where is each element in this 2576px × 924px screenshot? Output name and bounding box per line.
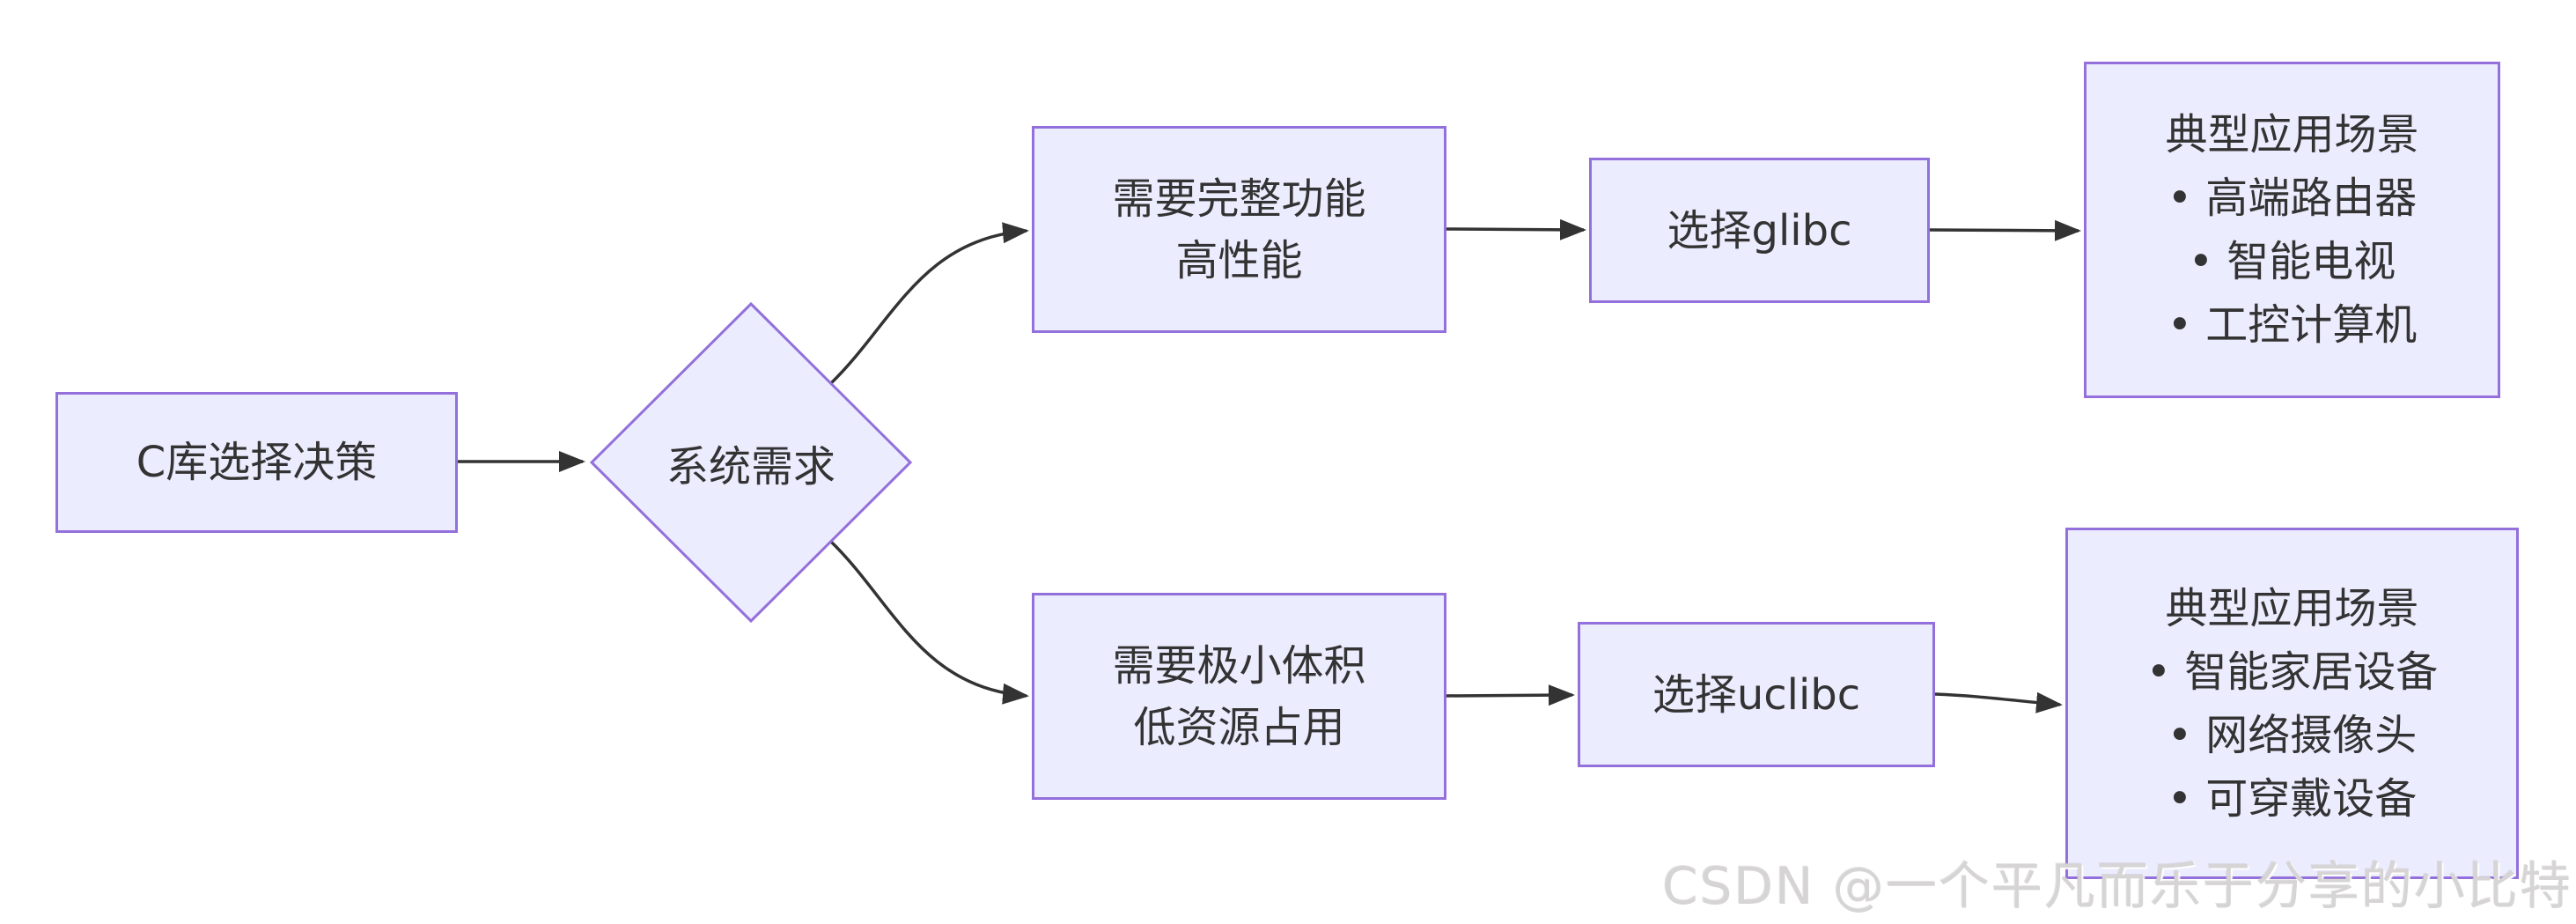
glibc-scenarios-title: 典型应用场景 [2165,110,2419,159]
node-need-small-line1: 需要极小体积 [1112,640,1366,691]
edge-choose-uclibc-to-uclibc-scenarios [1934,691,2063,713]
node-glibc-scenarios: 典型应用场景 • 高端路由器 • 智能电视 • 工控计算机 [2084,62,2500,398]
node-choose-uclibc-label: 选择uclibc [1652,669,1861,720]
glibc-scenarios-item: • 工控计算机 [2167,300,2418,350]
node-need-full-line1: 需要完整功能 [1112,174,1366,224]
edge-need-small-to-choose-uclibc [1446,684,1575,706]
node-uclibc-scenarios: 典型应用场景 • 智能家居设备 • 网络摄像头 • 可穿戴设备 [2065,528,2519,879]
node-decision-label: 系统需求 [666,442,835,492]
decision-diamond-shape [589,301,913,624]
node-choose-glibc: 选择glibc [1589,158,1930,303]
edge-need-full-to-choose-glibc [1446,218,1586,240]
uclibc-scenarios-item: • 可穿戴设备 [2167,773,2418,824]
node-need-full: 需要完整功能 高性能 [1032,126,1446,333]
edge-choose-glibc-to-glibc-scenarios [1929,219,2081,241]
edge-decision-to-need-small [829,540,1029,705]
node-need-small: 需要极小体积 低资源占用 [1032,593,1446,800]
node-choose-glibc-label: 选择glibc [1667,205,1852,255]
node-start-label: C库选择决策 [136,438,378,487]
csdn-watermark: CSDN @一个平凡而乐于分享的小比特 [1662,856,2572,916]
glibc-scenarios-item: • 高端路由器 [2167,174,2418,223]
node-need-small-line2: 低资源占用 [1133,702,1345,752]
edge-decision-to-need-full [829,222,1029,385]
node-decision: 系统需求 [592,383,910,542]
node-start: C库选择决策 [55,392,458,533]
uclibc-scenarios-title: 典型应用场景 [2165,583,2419,633]
uclibc-scenarios-item: • 网络摄像头 [2167,710,2418,760]
node-need-full-line2: 高性能 [1175,235,1303,285]
glibc-scenarios-item: • 智能电视 [2188,237,2396,286]
node-choose-uclibc: 选择uclibc [1578,622,1935,767]
uclibc-scenarios-item: • 智能家居设备 [2145,647,2439,697]
